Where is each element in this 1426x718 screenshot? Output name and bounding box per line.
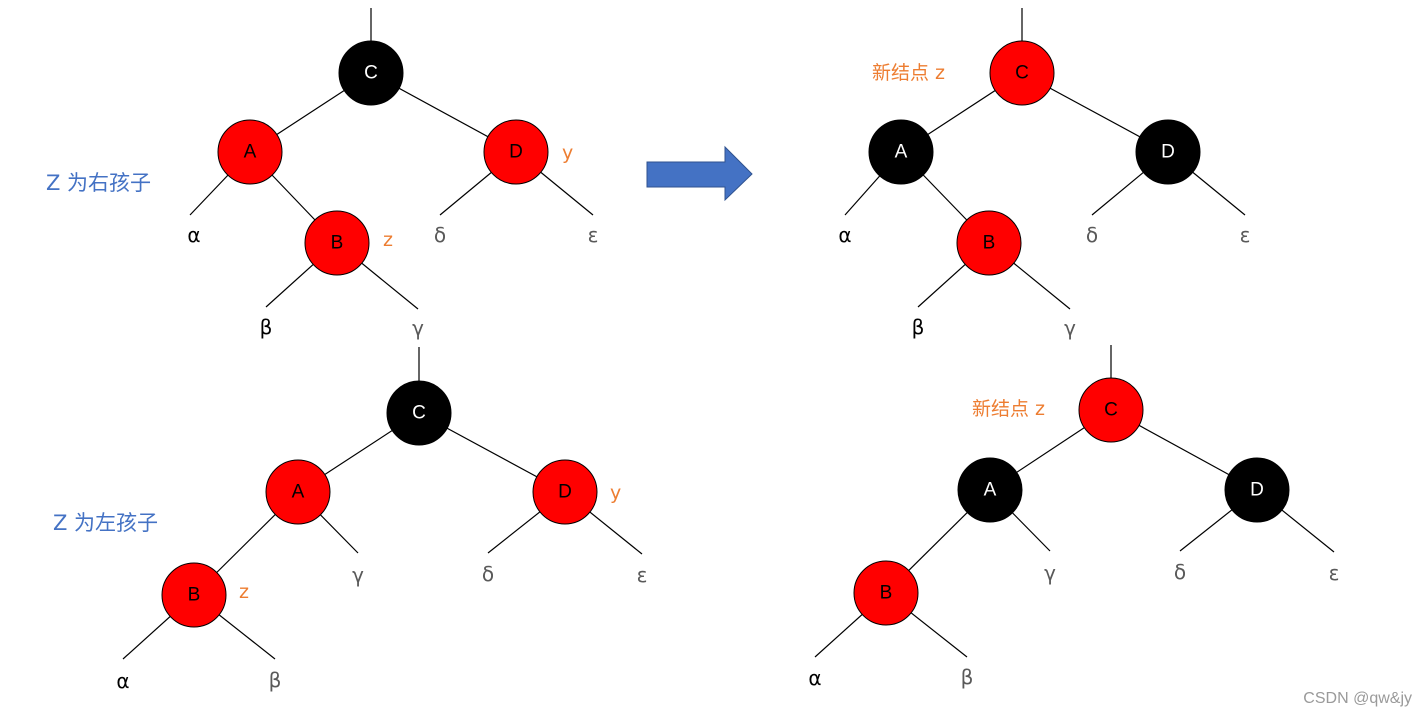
node-b-label: B <box>983 233 996 254</box>
leaf-alpha: α <box>838 223 851 247</box>
label-new-node-z: 新结点 z <box>972 398 1045 420</box>
tree-before-right-child: C A D B y z α β γ δ ε <box>187 8 598 340</box>
leaf-beta: β <box>269 668 282 692</box>
case-label-right-child: Z 为右孩子 <box>46 171 151 195</box>
leaf-epsilon: ε <box>637 563 648 587</box>
node-b-label: B <box>331 233 344 254</box>
label-y: y <box>610 482 621 504</box>
node-a: A <box>868 119 934 185</box>
node-d: D <box>483 119 549 185</box>
tree-after-right-child: C A D B 新结点 z α β γ δ ε <box>838 8 1250 340</box>
label-new-node-z: 新结点 z <box>872 62 945 84</box>
tree-after-left-child: C A D B 新结点 z α β γ δ ε <box>808 345 1339 690</box>
leaf-gamma: γ <box>412 316 424 340</box>
leaf-delta: δ <box>434 223 446 247</box>
node-c-label: C <box>412 403 426 424</box>
node-b: B <box>161 562 227 628</box>
leaf-delta: δ <box>482 562 494 586</box>
case-label-left-child: Z 为左孩子 <box>53 511 158 535</box>
node-b-label: B <box>880 583 893 604</box>
node-d-label: D <box>1250 480 1264 501</box>
node-c: C <box>386 380 452 446</box>
node-a-label: A <box>244 142 257 163</box>
leaf-alpha: α <box>187 223 200 247</box>
node-c: C <box>1078 377 1144 443</box>
node-b-label: B <box>188 585 201 606</box>
node-d-label: D <box>509 142 523 163</box>
node-a: A <box>217 119 283 185</box>
leaf-epsilon: ε <box>588 223 599 247</box>
leaf-gamma: γ <box>1044 561 1056 585</box>
node-d-label: D <box>558 482 572 503</box>
node-c-label: C <box>1015 63 1029 84</box>
leaf-alpha: α <box>808 666 821 690</box>
leaf-beta: β <box>961 665 974 689</box>
node-d: D <box>1135 119 1201 185</box>
label-y: y <box>562 142 573 164</box>
leaf-epsilon: ε <box>1240 223 1251 247</box>
node-a-label: A <box>984 480 997 501</box>
label-z: z <box>239 581 249 603</box>
node-c-label: C <box>364 63 378 84</box>
node-c: C <box>989 40 1055 106</box>
node-a: A <box>265 459 331 525</box>
leaf-beta: β <box>260 315 273 339</box>
label-z: z <box>383 229 393 251</box>
leaf-delta: δ <box>1174 560 1186 584</box>
right-arrow-icon <box>646 145 753 202</box>
leaf-epsilon: ε <box>1329 561 1340 585</box>
watermark: CSDN @qw&jy <box>1303 690 1412 707</box>
node-a-label: A <box>292 482 305 503</box>
node-c-label: C <box>1104 400 1118 421</box>
node-a-label: A <box>895 142 908 163</box>
leaf-delta: δ <box>1086 223 1098 247</box>
leaf-beta: β <box>912 315 925 339</box>
leaf-alpha: α <box>116 669 129 693</box>
node-d-label: D <box>1161 142 1175 163</box>
node-b: B <box>304 210 370 276</box>
node-c: C <box>338 40 404 106</box>
node-a: A <box>957 457 1023 523</box>
node-d: D <box>532 459 598 525</box>
node-b: B <box>853 560 919 626</box>
leaf-gamma: γ <box>352 563 364 587</box>
node-b: B <box>956 210 1022 276</box>
node-d: D <box>1224 457 1290 523</box>
leaf-gamma: γ <box>1064 316 1076 340</box>
tree-before-left-child: C A D B y z α β γ δ ε <box>116 347 647 693</box>
